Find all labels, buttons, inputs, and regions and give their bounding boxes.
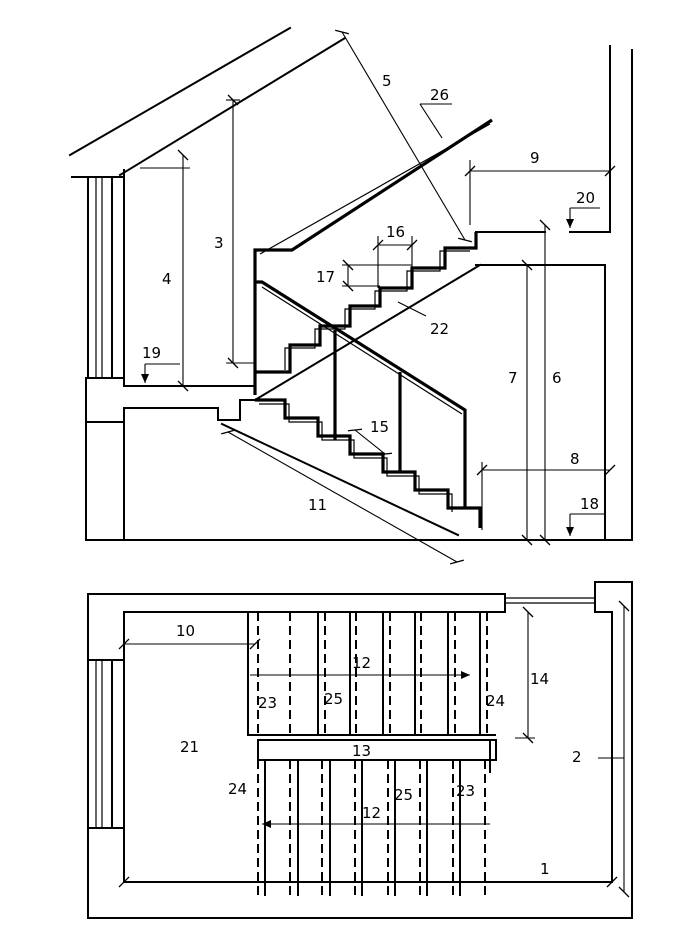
- label-2: 2: [572, 748, 582, 766]
- label-21: 21: [180, 738, 199, 756]
- plan-view: [87, 581, 633, 919]
- label-8: 8: [570, 450, 580, 468]
- label-12-lower: 12: [362, 804, 381, 822]
- label-15: 15: [370, 418, 389, 436]
- label-22: 22: [430, 320, 449, 338]
- label-1: 1: [540, 860, 550, 878]
- label-7: 7: [508, 369, 518, 387]
- section-view: [68, 26, 633, 565]
- label-19: 19: [142, 344, 161, 362]
- label-25-upper: 25: [324, 690, 343, 708]
- label-6: 6: [552, 369, 562, 387]
- label-24-upper: 24: [486, 692, 505, 710]
- label-10: 10: [176, 622, 195, 640]
- label-18: 18: [580, 495, 599, 513]
- label-23-lower: 23: [456, 782, 475, 800]
- label-17: 17: [316, 268, 335, 286]
- label-12-upper: 12: [352, 654, 371, 672]
- label-24-lower: 24: [228, 780, 247, 798]
- label-20: 20: [576, 189, 595, 207]
- label-25-lower: 25: [394, 786, 413, 804]
- label-4: 4: [162, 270, 172, 288]
- label-group: 3 4 5 26 9 20 16 17 22 7 6 19 15 8 18 11…: [142, 72, 599, 878]
- label-14: 14: [530, 670, 549, 688]
- label-13: 13: [352, 742, 371, 760]
- label-11: 11: [308, 496, 327, 514]
- label-16: 16: [386, 223, 405, 241]
- label-3: 3: [214, 234, 224, 252]
- label-9: 9: [530, 149, 540, 167]
- label-23-upper: 23: [258, 694, 277, 712]
- label-26: 26: [430, 86, 449, 104]
- label-5: 5: [382, 72, 392, 90]
